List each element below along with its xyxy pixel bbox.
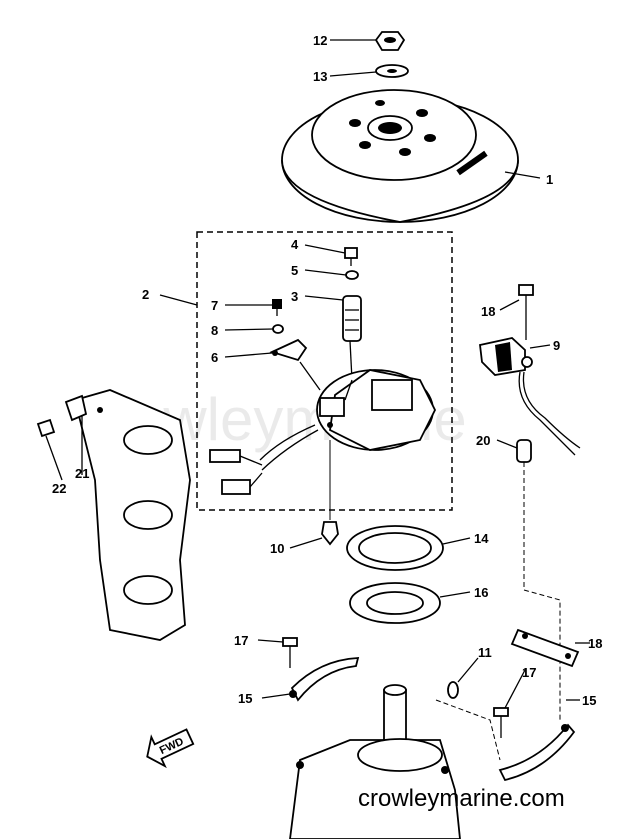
part-8-washer — [272, 324, 284, 334]
callout-13: 13 — [313, 69, 327, 84]
callout-9: 9 — [553, 338, 560, 353]
stator-plate — [299, 361, 437, 451]
part-5-washer — [345, 270, 359, 280]
part-6-bracket — [269, 338, 308, 362]
callout-11: 11 — [478, 645, 492, 660]
part-10-grommet — [321, 440, 339, 546]
callout-18-bottom: 18 — [588, 636, 602, 651]
part-15-bracket-right — [498, 723, 576, 782]
callout-21: 21 — [75, 466, 89, 481]
callout-3: 3 — [291, 289, 298, 304]
crankcase-base — [289, 684, 461, 839]
callout-8: 8 — [211, 323, 218, 338]
callout-17-left: 17 — [234, 633, 248, 648]
callout-22: 22 — [52, 481, 66, 496]
part-3-coil — [342, 295, 362, 381]
assembly-2-boundary — [196, 231, 453, 511]
leader-lines — [45, 39, 590, 709]
part-4-screw — [344, 247, 358, 266]
callout-15-left: 15 — [238, 691, 252, 706]
part-18-bracket — [510, 628, 580, 668]
callout-14: 14 — [474, 531, 489, 546]
footer-url: crowleymarine.com — [358, 785, 565, 812]
callout-2: 2 — [142, 287, 149, 302]
part-15-bracket-left — [289, 657, 360, 702]
cylinder-cover — [73, 389, 191, 641]
part-14-gasket — [346, 525, 444, 571]
part-21-clip — [64, 394, 88, 422]
callout-20: 20 — [476, 433, 490, 448]
callout-18-top: 18 — [481, 304, 495, 319]
callout-12: 12 — [313, 33, 327, 48]
part-13-washer — [375, 64, 409, 78]
callout-labels: 12 13 1 2 4 5 3 7 8 6 18 9 20 10 14 16 1… — [52, 33, 602, 708]
part-16-plate — [349, 582, 441, 624]
callout-16: 16 — [474, 585, 488, 600]
part-12-nut — [374, 31, 406, 51]
callout-17-right: 17 — [522, 665, 536, 680]
wiring-harness — [209, 424, 319, 495]
fwd-arrow-icon: FWD — [146, 728, 195, 769]
part-1-flywheel — [281, 89, 519, 223]
part-17-screw-right — [493, 707, 509, 738]
part-20-clamp — [516, 439, 532, 463]
part-17-screw-left — [282, 637, 298, 668]
part-7-screw — [272, 299, 282, 316]
callout-6: 6 — [211, 350, 218, 365]
callout-1: 1 — [546, 172, 553, 187]
part-9-pulser-coil — [479, 337, 581, 456]
callout-15-right: 15 — [582, 693, 596, 708]
callout-7: 7 — [211, 298, 218, 313]
callout-5: 5 — [291, 263, 298, 278]
part-22-screw — [36, 418, 56, 438]
part-18-bolt — [518, 284, 534, 340]
part-11-key — [447, 681, 459, 699]
callout-10: 10 — [270, 541, 284, 556]
callout-4: 4 — [291, 237, 299, 252]
